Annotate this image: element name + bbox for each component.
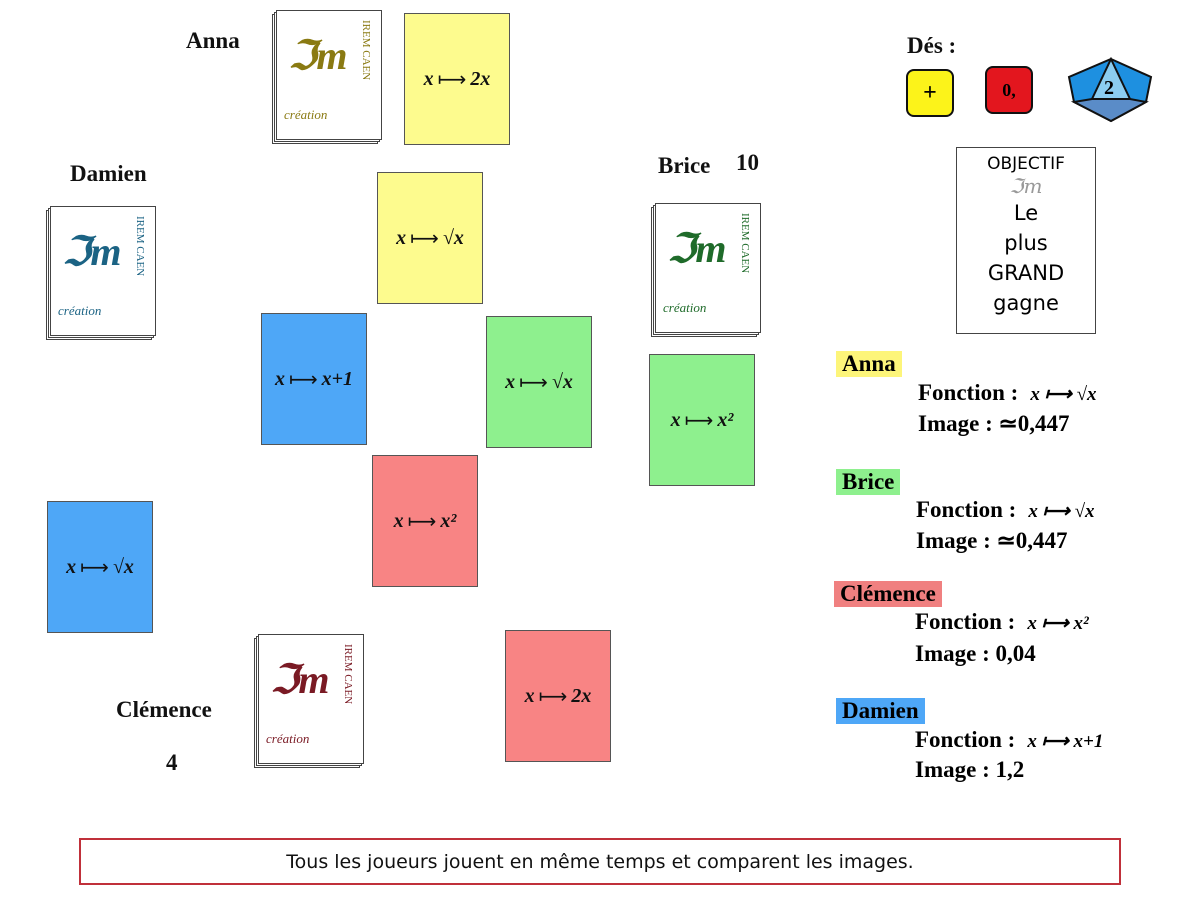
objective-line: GRAND — [987, 261, 1065, 285]
function-card[interactable]: x⟼2x — [505, 630, 611, 762]
maps-to-arrow: ⟼ — [407, 510, 437, 533]
card-var: x — [423, 67, 434, 90]
image-value: ≃0,447 — [998, 411, 1070, 436]
dice-label: Dés : — [907, 33, 957, 58]
player-name-damien: Damien — [70, 161, 147, 186]
maps-to-arrow: ⟼ — [80, 556, 109, 579]
player-name-brice: Brice — [658, 153, 711, 178]
operation-die[interactable]: + — [906, 69, 954, 117]
maps-to-arrow: ⟼ — [410, 227, 439, 250]
summary-name-damien: Damien — [836, 698, 925, 724]
card-result: √x — [112, 555, 134, 578]
card-result: √x — [551, 370, 573, 393]
card-result: x² — [440, 509, 457, 532]
function-value: x ⟼ x² — [1027, 613, 1089, 634]
summary-name-anna: Anna — [836, 351, 902, 377]
maps-to-arrow: ⟼ — [519, 371, 548, 394]
maps-to-arrow: ⟼ — [538, 685, 568, 708]
card-var: x — [505, 370, 516, 393]
summary-name-brice: Brice — [836, 469, 901, 495]
d10-value: 2 — [1104, 77, 1114, 99]
card-var: x — [393, 509, 404, 532]
function-card[interactable]: x⟼√x — [486, 316, 592, 448]
image-value: 1,2 — [995, 757, 1025, 782]
image-label: Image : — [915, 757, 990, 782]
card-var: x — [396, 226, 407, 249]
maps-to-arrow: ⟼ — [684, 409, 714, 432]
function-card[interactable]: x⟼2x — [404, 13, 510, 145]
function-label: Fonction : — [915, 727, 1016, 752]
summary-image-clemence: Image : 0,04 — [915, 641, 1036, 667]
summary-function-damien: Fonction : x ⟼ x+1 — [915, 727, 1103, 753]
irem-logo-icon: ℑm — [1009, 174, 1043, 198]
card-result: 2x — [470, 67, 491, 90]
function-value: x ⟼ √x — [1030, 384, 1097, 405]
function-card[interactable]: x⟼√x — [47, 501, 153, 633]
function-value: x ⟼ √x — [1028, 501, 1095, 522]
maps-to-arrow: ⟼ — [437, 68, 467, 91]
objective-title: OBJECTIF — [987, 154, 1065, 174]
footer-message: Tous les joueurs jouent en même temps et… — [79, 838, 1121, 885]
summary-function-clemence: Fonction : x ⟼ x² — [915, 609, 1089, 635]
d10-die[interactable]: 2 — [1066, 56, 1156, 123]
player-name-anna: Anna — [186, 28, 240, 53]
card-var: x — [524, 684, 535, 707]
function-card[interactable]: x⟼x+1 — [261, 313, 367, 445]
summary-function-anna: Fonction : x ⟼ √x — [918, 380, 1096, 406]
objective-card: OBJECTIF ℑm Le plus GRAND gagne — [956, 147, 1096, 334]
function-card[interactable]: x⟼x² — [649, 354, 755, 486]
function-card[interactable]: x⟼x² — [372, 455, 478, 587]
summary-image-anna: Image : ≃0,447 — [918, 411, 1070, 437]
card-result: 2x — [571, 684, 592, 707]
image-label: Image : — [915, 641, 990, 666]
summary-function-brice: Fonction : x ⟼ √x — [916, 497, 1094, 523]
card-var: x — [66, 555, 77, 578]
player-score-clemence: 4 — [166, 750, 178, 775]
objective-line: plus — [1004, 231, 1048, 255]
card-result: x² — [717, 408, 734, 431]
image-label: Image : — [916, 528, 991, 553]
card-result: x+1 — [321, 367, 354, 390]
function-value: x ⟼ x+1 — [1027, 731, 1104, 752]
d10-icon — [1067, 56, 1153, 123]
player-name-clemence: Clémence — [116, 697, 212, 722]
image-value: 0,04 — [995, 641, 1036, 666]
image-value: ≃0,447 — [996, 528, 1068, 553]
decimal-die[interactable]: 0, — [985, 66, 1033, 114]
function-label: Fonction : — [918, 380, 1019, 405]
card-var: x — [670, 408, 681, 431]
objective-line: Le — [1013, 201, 1039, 225]
function-label: Fonction : — [916, 497, 1017, 522]
maps-to-arrow: ⟼ — [288, 368, 318, 391]
objective-line: gagne — [993, 291, 1059, 315]
summary-image-damien: Image : 1,2 — [915, 757, 1024, 783]
image-label: Image : — [918, 411, 993, 436]
card-result: √x — [442, 226, 464, 249]
function-card[interactable]: x⟼√x — [377, 172, 483, 304]
card-var: x — [274, 367, 285, 390]
player-score-brice: 10 — [736, 150, 759, 175]
summary-name-clemence: Clémence — [834, 581, 942, 607]
function-label: Fonction : — [915, 609, 1016, 634]
summary-image-brice: Image : ≃0,447 — [916, 528, 1068, 554]
